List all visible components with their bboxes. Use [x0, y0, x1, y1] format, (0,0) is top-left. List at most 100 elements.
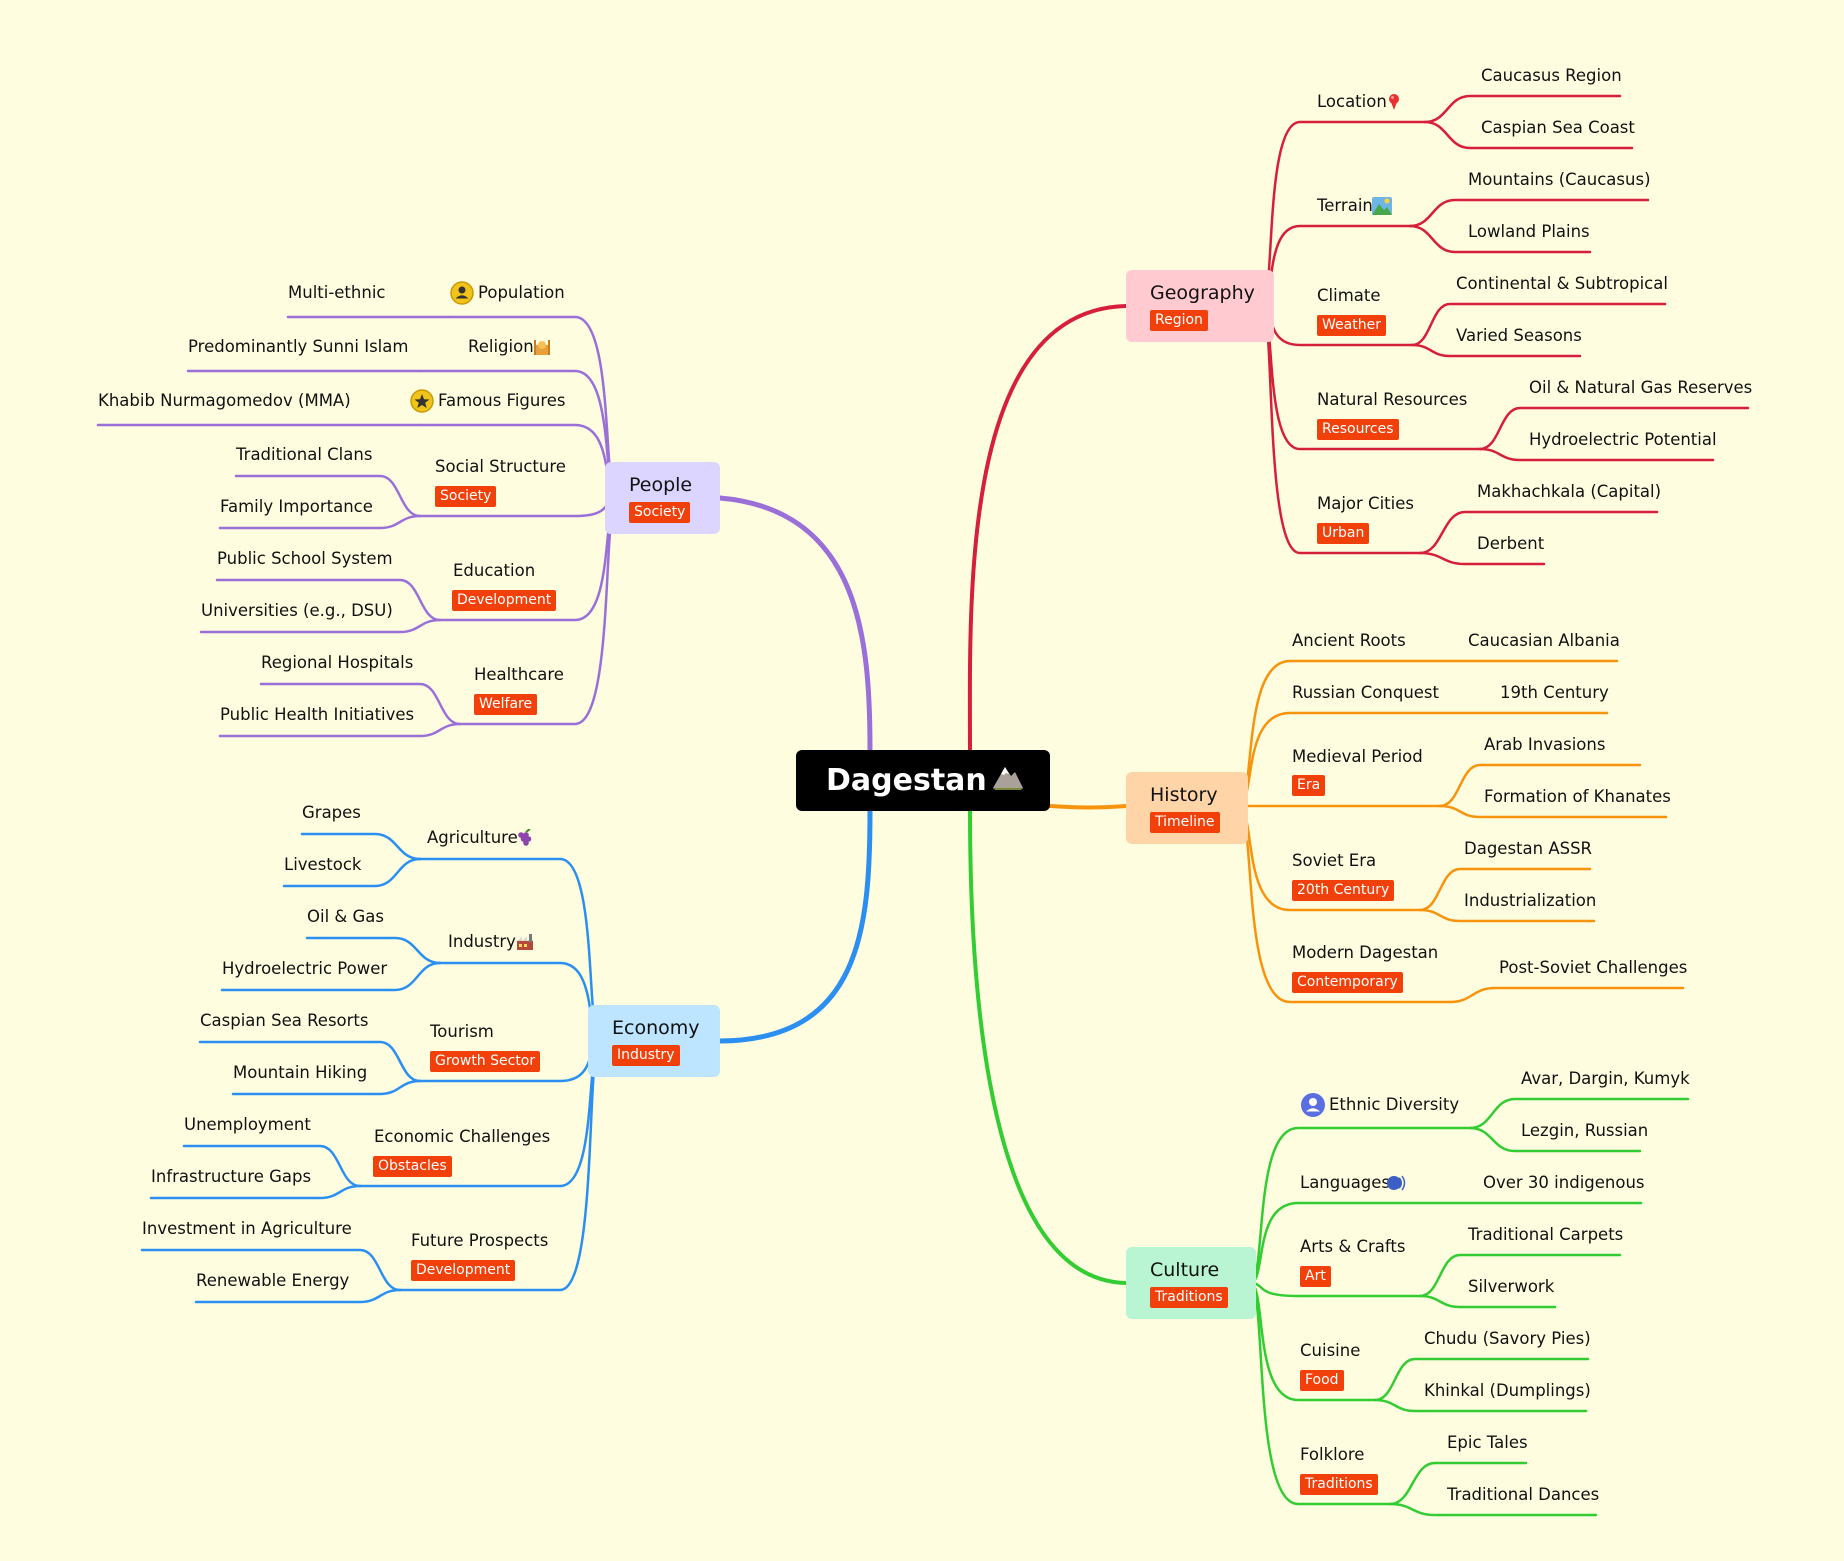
culture-folklore-child-1[interactable]: Traditional Dances — [1447, 1485, 1600, 1504]
geography-climate-label[interactable]: Climate — [1317, 286, 1381, 305]
economy-agriculture-label[interactable]: Agriculture — [427, 828, 518, 847]
culture-arts-child-0[interactable]: Traditional Carpets — [1468, 1225, 1624, 1244]
culture-cuisine-label[interactable]: Cuisine — [1300, 1341, 1361, 1360]
economy-industry-child-0[interactable]: Oil & Gas — [307, 907, 385, 926]
people-healthcare-child-0[interactable]: Regional Hospitals — [261, 653, 414, 672]
culture-arts-child-1[interactable]: Silverwork — [1468, 1277, 1555, 1296]
topic-people[interactable]: People Society — [605, 462, 720, 534]
star-icon — [410, 389, 434, 417]
link-education-universities — [199, 618, 442, 634]
people-famous-child-0[interactable]: Khabib Nurmagomedov (MMA) — [98, 391, 351, 410]
link-future-renewable — [194, 1288, 402, 1304]
history-soviet-child-1[interactable]: Industrialization — [1464, 891, 1597, 910]
link-medieval-arab — [1438, 763, 1642, 808]
people-social-child-1[interactable]: Family Importance — [220, 497, 373, 516]
link-social-family — [218, 514, 422, 530]
people-education-label[interactable]: Education — [453, 561, 536, 580]
geography-location-child-1[interactable]: Caspian Sea Coast — [1481, 118, 1635, 137]
geography-cities-child-1[interactable]: Derbent — [1477, 534, 1545, 553]
history-soviet-child-0[interactable]: Dagestan ASSR — [1464, 839, 1593, 858]
geography-cities-tag: Urban — [1317, 523, 1370, 544]
geography-location-label[interactable]: Location — [1317, 92, 1387, 111]
history-modern-child-0[interactable]: Post-Soviet Challenges — [1499, 958, 1688, 977]
people-social-child-0[interactable]: Traditional Clans — [236, 445, 373, 464]
mountain-icon — [991, 751, 1025, 812]
root-node[interactable]: Dagestan — [796, 750, 1050, 811]
economy-challenges-child-0[interactable]: Unemployment — [184, 1115, 311, 1134]
culture-ethnic-label[interactable]: Ethnic Diversity — [1329, 1095, 1460, 1114]
people-education-child-1[interactable]: Universities (e.g., DSU) — [201, 601, 393, 620]
culture-folklore-label[interactable]: Folklore — [1300, 1445, 1365, 1464]
culture-cuisine-child-1[interactable]: Khinkal (Dumplings) — [1424, 1381, 1591, 1400]
culture-ethnic-child-0[interactable]: Avar, Dargin, Kumyk — [1521, 1069, 1690, 1088]
culture-languages-label[interactable]: Languages — [1300, 1173, 1391, 1192]
history-medieval-tag: Era — [1292, 775, 1326, 796]
topic-geography[interactable]: Geography Region — [1126, 270, 1274, 342]
economy-future-child-0[interactable]: Investment in Agriculture — [142, 1219, 352, 1238]
topic-history[interactable]: History Timeline — [1126, 772, 1248, 844]
geography-resources-child-0[interactable]: Oil & Natural Gas Reserves — [1529, 378, 1753, 397]
people-healthcare-label[interactable]: Healthcare — [474, 665, 564, 684]
economy-future-label[interactable]: Future Prospects — [411, 1231, 549, 1250]
people-education-child-0[interactable]: Public School System — [217, 549, 393, 568]
people-famous-label[interactable]: Famous Figures — [438, 391, 566, 410]
economy-future-child-1[interactable]: Renewable Energy — [196, 1271, 350, 1290]
economy-industry-label[interactable]: Industry — [448, 932, 516, 951]
people-healthcare-child-1[interactable]: Public Health Initiatives — [220, 705, 415, 724]
topic-culture[interactable]: Culture Traditions — [1126, 1247, 1256, 1319]
history-ancient-child-0[interactable]: Caucasian Albania — [1468, 631, 1620, 650]
link-climate-continental — [1410, 302, 1667, 347]
history-russian-label[interactable]: Russian Conquest — [1292, 683, 1439, 702]
people-social-label[interactable]: Social Structure — [435, 457, 566, 476]
culture-arts-tag: Art — [1300, 1266, 1331, 1287]
history-modern-label[interactable]: Modern Dagestan — [1292, 943, 1439, 962]
geography-terrain-label[interactable]: Terrain — [1317, 196, 1373, 215]
geography-cities-label[interactable]: Major Cities — [1317, 494, 1414, 513]
culture-ethnic-child-1[interactable]: Lezgin, Russian — [1521, 1121, 1649, 1140]
history-soviet-label[interactable]: Soviet Era — [1292, 851, 1377, 870]
geography-climate-child-0[interactable]: Continental & Subtropical — [1456, 274, 1668, 293]
geography-terrain-child-0[interactable]: Mountains (Caucasus) — [1468, 170, 1651, 189]
people-population-label[interactable]: Population — [478, 283, 565, 302]
economy-agriculture-child-0[interactable]: Grapes — [302, 803, 361, 822]
history-ancient-label[interactable]: Ancient Roots — [1292, 631, 1406, 650]
culture-arts-label[interactable]: Arts & Crafts — [1300, 1237, 1406, 1256]
history-russian-child-0[interactable]: 19th Century — [1500, 683, 1609, 702]
link-healthcare-public — [218, 722, 462, 738]
economy-tourism-label[interactable]: Tourism — [430, 1022, 494, 1041]
people-education-tag: Development — [452, 590, 557, 611]
history-medieval-label[interactable]: Medieval Period — [1292, 747, 1423, 766]
link-terrain-mountains — [1408, 198, 1650, 228]
link-culture-arts — [1248, 1281, 1422, 1298]
economy-challenges-child-1[interactable]: Infrastructure Gaps — [151, 1167, 312, 1186]
geography-resources-child-1[interactable]: Hydroelectric Potential — [1529, 430, 1717, 449]
geography-resources-label[interactable]: Natural Resources — [1317, 390, 1468, 409]
economy-agriculture-child-1[interactable]: Livestock — [284, 855, 362, 874]
link-cuisine-chudu — [1373, 1357, 1590, 1402]
people-religion-label[interactable]: Religion — [468, 337, 534, 356]
topic-history-label: History — [1150, 784, 1218, 806]
people-population-child-0[interactable]: Multi-ethnic — [288, 283, 386, 302]
topic-economy[interactable]: Economy Industry — [588, 1005, 720, 1077]
economy-tourism-tag: Growth Sector — [430, 1051, 541, 1072]
culture-languages-child-0[interactable]: Over 30 indigenous — [1483, 1173, 1645, 1192]
geography-terrain-child-1[interactable]: Lowland Plains — [1468, 222, 1590, 241]
topic-geography-tag: Region — [1150, 310, 1208, 331]
geography-location-child-0[interactable]: Caucasus Region — [1481, 66, 1622, 85]
culture-folklore-child-0[interactable]: Epic Tales — [1447, 1433, 1528, 1452]
mosque-icon — [533, 338, 551, 360]
economy-tourism-child-0[interactable]: Caspian Sea Resorts — [200, 1011, 369, 1030]
topic-history-tag: Timeline — [1150, 812, 1220, 833]
history-medieval-child-0[interactable]: Arab Invasions — [1484, 735, 1606, 754]
economy-challenges-label[interactable]: Economic Challenges — [374, 1127, 551, 1146]
people-religion-child-0[interactable]: Predominantly Sunni Islam — [188, 337, 409, 356]
geography-cities-child-0[interactable]: Makhachkala (Capital) — [1477, 482, 1662, 501]
geography-climate-child-1[interactable]: Varied Seasons — [1456, 326, 1582, 345]
link-agri-grapes — [300, 832, 422, 861]
topic-economy-label: Economy — [612, 1017, 700, 1039]
economy-tourism-child-1[interactable]: Mountain Hiking — [233, 1063, 368, 1082]
economy-industry-child-1[interactable]: Hydroelectric Power — [222, 959, 388, 978]
geography-climate-tag: Weather — [1317, 315, 1386, 336]
culture-cuisine-child-0[interactable]: Chudu (Savory Pies) — [1424, 1329, 1591, 1348]
history-medieval-child-1[interactable]: Formation of Khanates — [1484, 787, 1671, 806]
